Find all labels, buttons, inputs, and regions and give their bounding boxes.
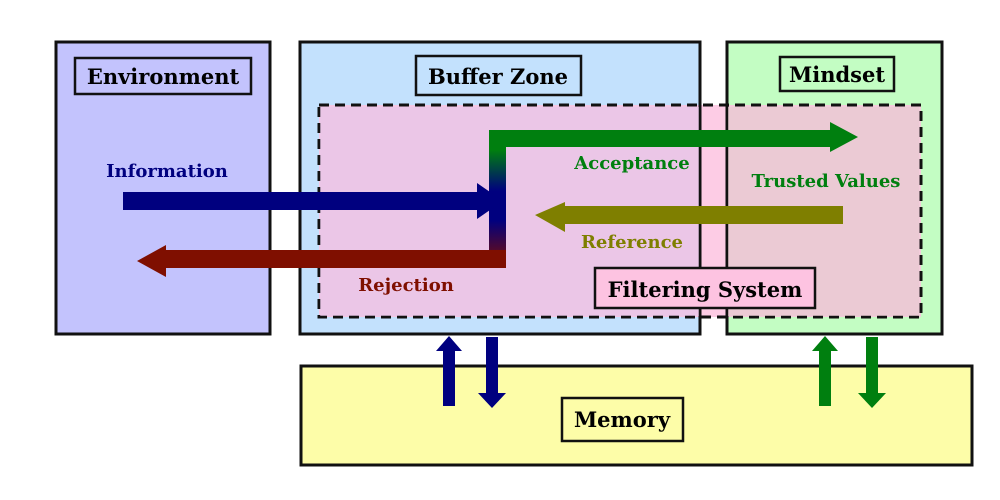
filtering-system-label-box — [593, 266, 817, 310]
buffer-zone-label: Buffer Zone — [428, 64, 568, 89]
environment-label-box — [73, 56, 253, 96]
acceptance-arrow — [489, 122, 858, 200]
reference-arrow — [535, 202, 843, 232]
environment-label: Environment — [87, 64, 240, 89]
memory-to-buffer-arrow — [436, 336, 462, 406]
mindset-label: Mindset — [789, 62, 885, 87]
mindset-to-memory-arrow — [858, 337, 886, 408]
trusted-values-label: Trusted Values — [752, 171, 901, 192]
memory-label: Memory — [574, 407, 671, 432]
acceptance-label: Acceptance — [573, 153, 689, 174]
information-arrow — [123, 183, 503, 219]
decision-junction — [489, 150, 506, 267]
filtering-system-label: Filtering System — [608, 277, 803, 302]
memory-label-box — [560, 396, 685, 443]
rejection-label: Rejection — [358, 275, 454, 296]
memory-to-mindset-arrow — [812, 336, 838, 406]
reference-label: Reference — [581, 232, 683, 253]
mindset-label-box — [778, 55, 896, 93]
information-label: Information — [106, 161, 228, 182]
buffer-to-memory-arrow — [478, 337, 506, 408]
rejection-arrow — [137, 245, 506, 277]
buffer-zone-label-box — [414, 54, 583, 97]
